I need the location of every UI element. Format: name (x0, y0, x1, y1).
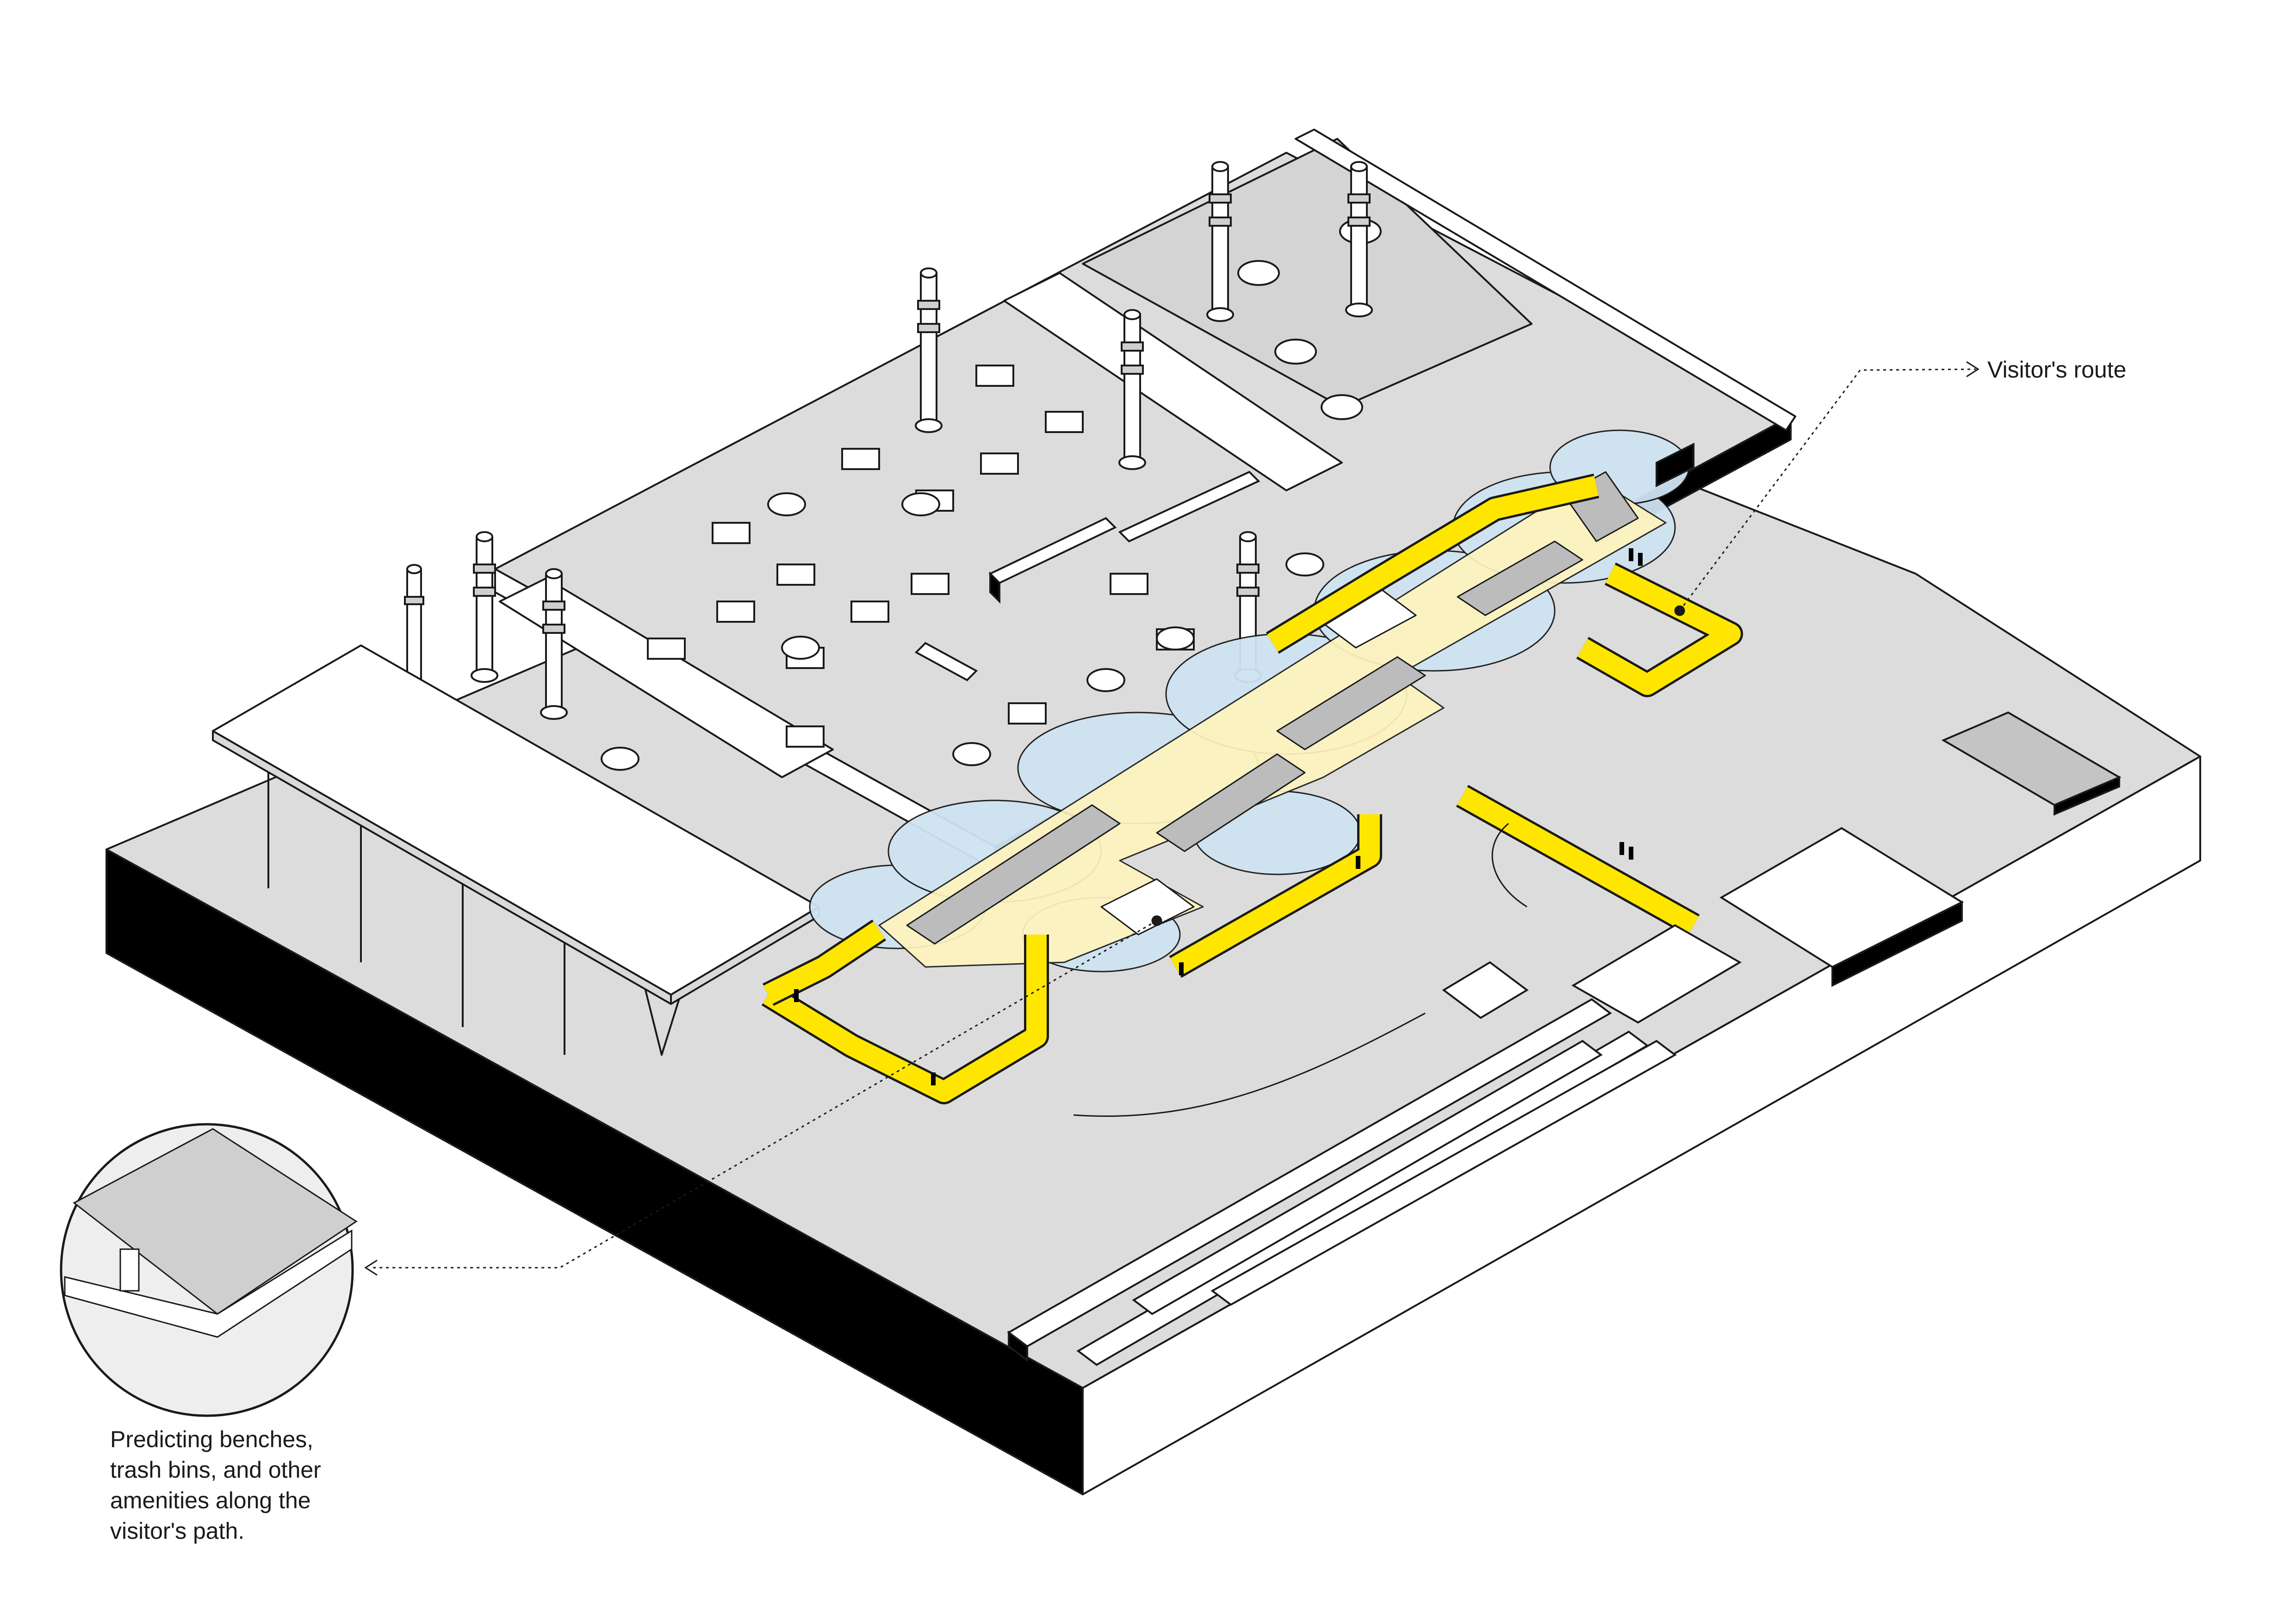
boundary-wall (1295, 129, 1796, 431)
totem-column (471, 531, 498, 683)
planter-wall (1118, 471, 1260, 543)
block (647, 638, 686, 660)
leader-detail (370, 920, 1157, 1269)
arrow-head-icon (1966, 361, 1980, 378)
right-structures (1442, 442, 2122, 1024)
totem-column (915, 267, 943, 433)
arrow-head-icon (364, 1259, 378, 1276)
block (911, 573, 949, 595)
person-icon (1179, 962, 1184, 975)
totem-column (1345, 161, 1373, 317)
block (1110, 573, 1148, 595)
plaza-walkway-b (499, 577, 834, 778)
pad (1086, 668, 1125, 692)
route-path (1577, 564, 1741, 695)
pad (1237, 260, 1280, 286)
route-path (1267, 476, 1599, 652)
visitor-figures (794, 548, 1643, 1085)
planter-wall-side (989, 571, 1000, 604)
shelter-block (1571, 924, 1742, 1024)
block (712, 522, 751, 544)
block (1045, 411, 1084, 433)
pad (781, 636, 820, 660)
pad (952, 742, 991, 766)
bench-row (1210, 1040, 1677, 1306)
route-path (763, 935, 1047, 1102)
route-path (1457, 787, 1699, 935)
path-lines (1073, 823, 1527, 1117)
leader-dot (1151, 915, 1162, 926)
block (980, 452, 1019, 475)
block (776, 564, 815, 586)
pad (1274, 339, 1317, 365)
utility-box (1656, 442, 1694, 488)
detail-inset (60, 1123, 358, 1417)
pavilion-block (1100, 878, 1195, 935)
detail-edge (64, 1229, 353, 1338)
note-line: trash bins, and other (110, 1457, 321, 1483)
leader-ends (364, 361, 1980, 1276)
pad (1321, 394, 1363, 420)
leader-dot (1674, 605, 1685, 616)
person-icon (1638, 553, 1643, 566)
bench-row-side (1008, 1331, 1028, 1362)
planter-wall (914, 642, 978, 681)
totem-column (1118, 309, 1146, 470)
pad (1156, 626, 1195, 650)
stair-run (906, 804, 1121, 945)
stair-run (1276, 656, 1426, 750)
amenities-note: Predicting benches, trash bins, and othe… (110, 1424, 321, 1546)
curving-path (1073, 1012, 1426, 1117)
planter-walls (914, 471, 1260, 681)
pad (767, 492, 806, 516)
route-zone (878, 471, 1667, 968)
block (786, 725, 825, 748)
bench-rows (1007, 998, 1677, 1366)
stair-run (1156, 753, 1306, 852)
leader-lines (370, 368, 1976, 1269)
detail-paving (73, 1128, 358, 1315)
person-icon (1356, 856, 1360, 869)
pad (601, 747, 639, 771)
note-line: visitor's path. (110, 1518, 245, 1544)
person-icon (1629, 548, 1633, 561)
plaza-blocks (647, 365, 1195, 748)
block (841, 448, 880, 470)
totem-column (540, 568, 568, 720)
person-icon (794, 989, 799, 1002)
pad (1285, 552, 1324, 576)
upper-court (1082, 138, 1533, 408)
utility-box (1442, 961, 1529, 1019)
detail-bench (119, 1248, 140, 1292)
plaza-walkway-a (1003, 272, 1343, 491)
canopy-leg (638, 962, 686, 1056)
route-path (763, 921, 885, 1004)
pad (901, 492, 940, 516)
block (1008, 702, 1047, 725)
curving-path (1491, 823, 1527, 908)
person-icon (931, 1072, 936, 1085)
block (716, 601, 755, 623)
totem-column (1206, 161, 1234, 322)
canopy-structure (212, 644, 820, 1056)
block (975, 365, 1014, 387)
note-line: amenities along the (110, 1487, 311, 1513)
block (850, 601, 889, 623)
person-icon (1629, 847, 1633, 860)
route-path (1170, 814, 1380, 976)
person-icon (1620, 842, 1624, 855)
bench-row (1132, 1040, 1603, 1315)
visitors-route-label: Visitor's route (1987, 357, 2127, 383)
visitor-route (761, 473, 1743, 1104)
leader-route (1679, 368, 1976, 611)
stair-run (1457, 540, 1583, 616)
amphitheater-edge (2054, 775, 2120, 816)
note-line: Predicting benches, (110, 1426, 314, 1452)
shelter-block-side (1831, 900, 1963, 987)
